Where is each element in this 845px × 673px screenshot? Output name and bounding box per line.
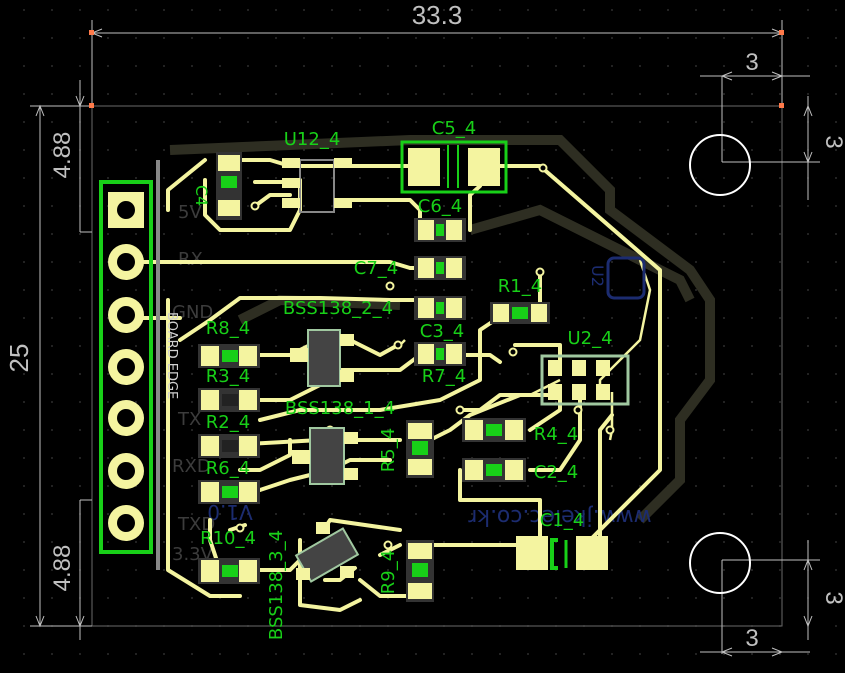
component-u2: U2_4 [540, 328, 630, 406]
component-c1: C1_4 [516, 510, 608, 570]
svg-text:4.88: 4.88 [49, 545, 76, 592]
svg-text:4.88: 4.88 [49, 132, 76, 179]
svg-text:C7_4: C7_4 [354, 258, 398, 279]
svg-text:BSS138_2_4: BSS138_2_4 [283, 298, 393, 319]
svg-text:R3_4: R3_4 [206, 366, 250, 387]
svg-text:TXD: TXD [177, 514, 215, 535]
svg-text:GND: GND [172, 302, 213, 323]
svg-text:R4_4: R4_4 [534, 424, 578, 445]
component-c6: C6_4 [414, 196, 466, 242]
svg-text:R2_4: R2_4 [206, 412, 250, 433]
svg-text:R8_4: R8_4 [206, 318, 250, 339]
header-connector: BOARD EDGE [99, 160, 179, 570]
svg-text:C2_4: C2_4 [534, 462, 578, 483]
component-c2: C2_4 [462, 458, 578, 483]
svg-text:BSS138_1_4: BSS138_1_4 [285, 398, 395, 419]
svg-text:R6_4: R6_4 [206, 458, 250, 479]
mounting-hole-bottom [689, 532, 751, 594]
svg-text:U2_4: U2_4 [567, 328, 612, 349]
svg-text:3: 3 [745, 49, 758, 76]
component-c3: C3_4 [414, 296, 466, 342]
svg-text:3: 3 [820, 591, 845, 604]
svg-text:RX: RX [178, 249, 203, 270]
mounting-hole-top [689, 134, 751, 196]
u2-bottom-footprint [606, 256, 646, 300]
svg-text:25: 25 [4, 344, 34, 373]
svg-text:R5_4: R5_4 [378, 428, 399, 472]
component-r5: R5_4 [378, 420, 434, 478]
svg-text:3: 3 [820, 135, 845, 148]
svg-text:R9_4: R9_4 [378, 550, 399, 594]
svg-text:R7_4: R7_4 [422, 366, 466, 387]
component-r1: R1_4 [490, 276, 550, 324]
component-r3: R3_4 [198, 366, 260, 412]
component-r9: R9_4 [378, 540, 434, 602]
dimension-markers [89, 30, 784, 108]
svg-text:C1_4: C1_4 [540, 510, 584, 531]
component-c5: C5_4 [400, 118, 508, 194]
component-bss138-1: BSS138_1_4 [285, 398, 395, 485]
svg-text:TX: TX [177, 409, 201, 430]
component-r4: R4_4 [462, 418, 578, 445]
component-c4: C4 [192, 152, 242, 220]
svg-text:C3_4: C3_4 [420, 321, 464, 342]
dimension-labels: 33.3 25 4.88 4.88 3 3 3 3 [4, 0, 845, 652]
component-bss138-2: BSS138_2_4 [283, 298, 393, 387]
component-r8: R8_4 [198, 318, 260, 368]
svg-text:C6_4: C6_4 [418, 196, 462, 217]
svg-text:C4: C4 [192, 185, 211, 206]
svg-text:3: 3 [745, 625, 758, 652]
component-r7: R7_4 [414, 342, 466, 387]
svg-text:R1_4: R1_4 [498, 276, 542, 297]
svg-text:R10_4: R10_4 [200, 528, 256, 549]
component-c7: C7_4 [354, 256, 466, 280]
svg-text:C5_4: C5_4 [432, 118, 476, 139]
svg-text:U2: U2 [588, 265, 607, 287]
svg-text:33.3: 33.3 [412, 0, 463, 30]
board-outline [91, 105, 783, 627]
svg-text:5V: 5V [178, 202, 202, 223]
svg-text:BOARD EDGE: BOARD EDGE [164, 312, 179, 399]
component-r2: R2_4 [198, 412, 260, 458]
svg-text:BSS138_3_4: BSS138_3_4 [266, 530, 287, 640]
component-u12: U12_4 [282, 129, 352, 213]
component-bss138-3: BSS138_3_4 [266, 522, 360, 640]
svg-text:RXD: RXD [172, 456, 211, 477]
component-r6: R6_4 [198, 458, 260, 504]
svg-text:U12_4: U12_4 [284, 129, 341, 150]
component-r10: R10_4 [198, 528, 260, 584]
